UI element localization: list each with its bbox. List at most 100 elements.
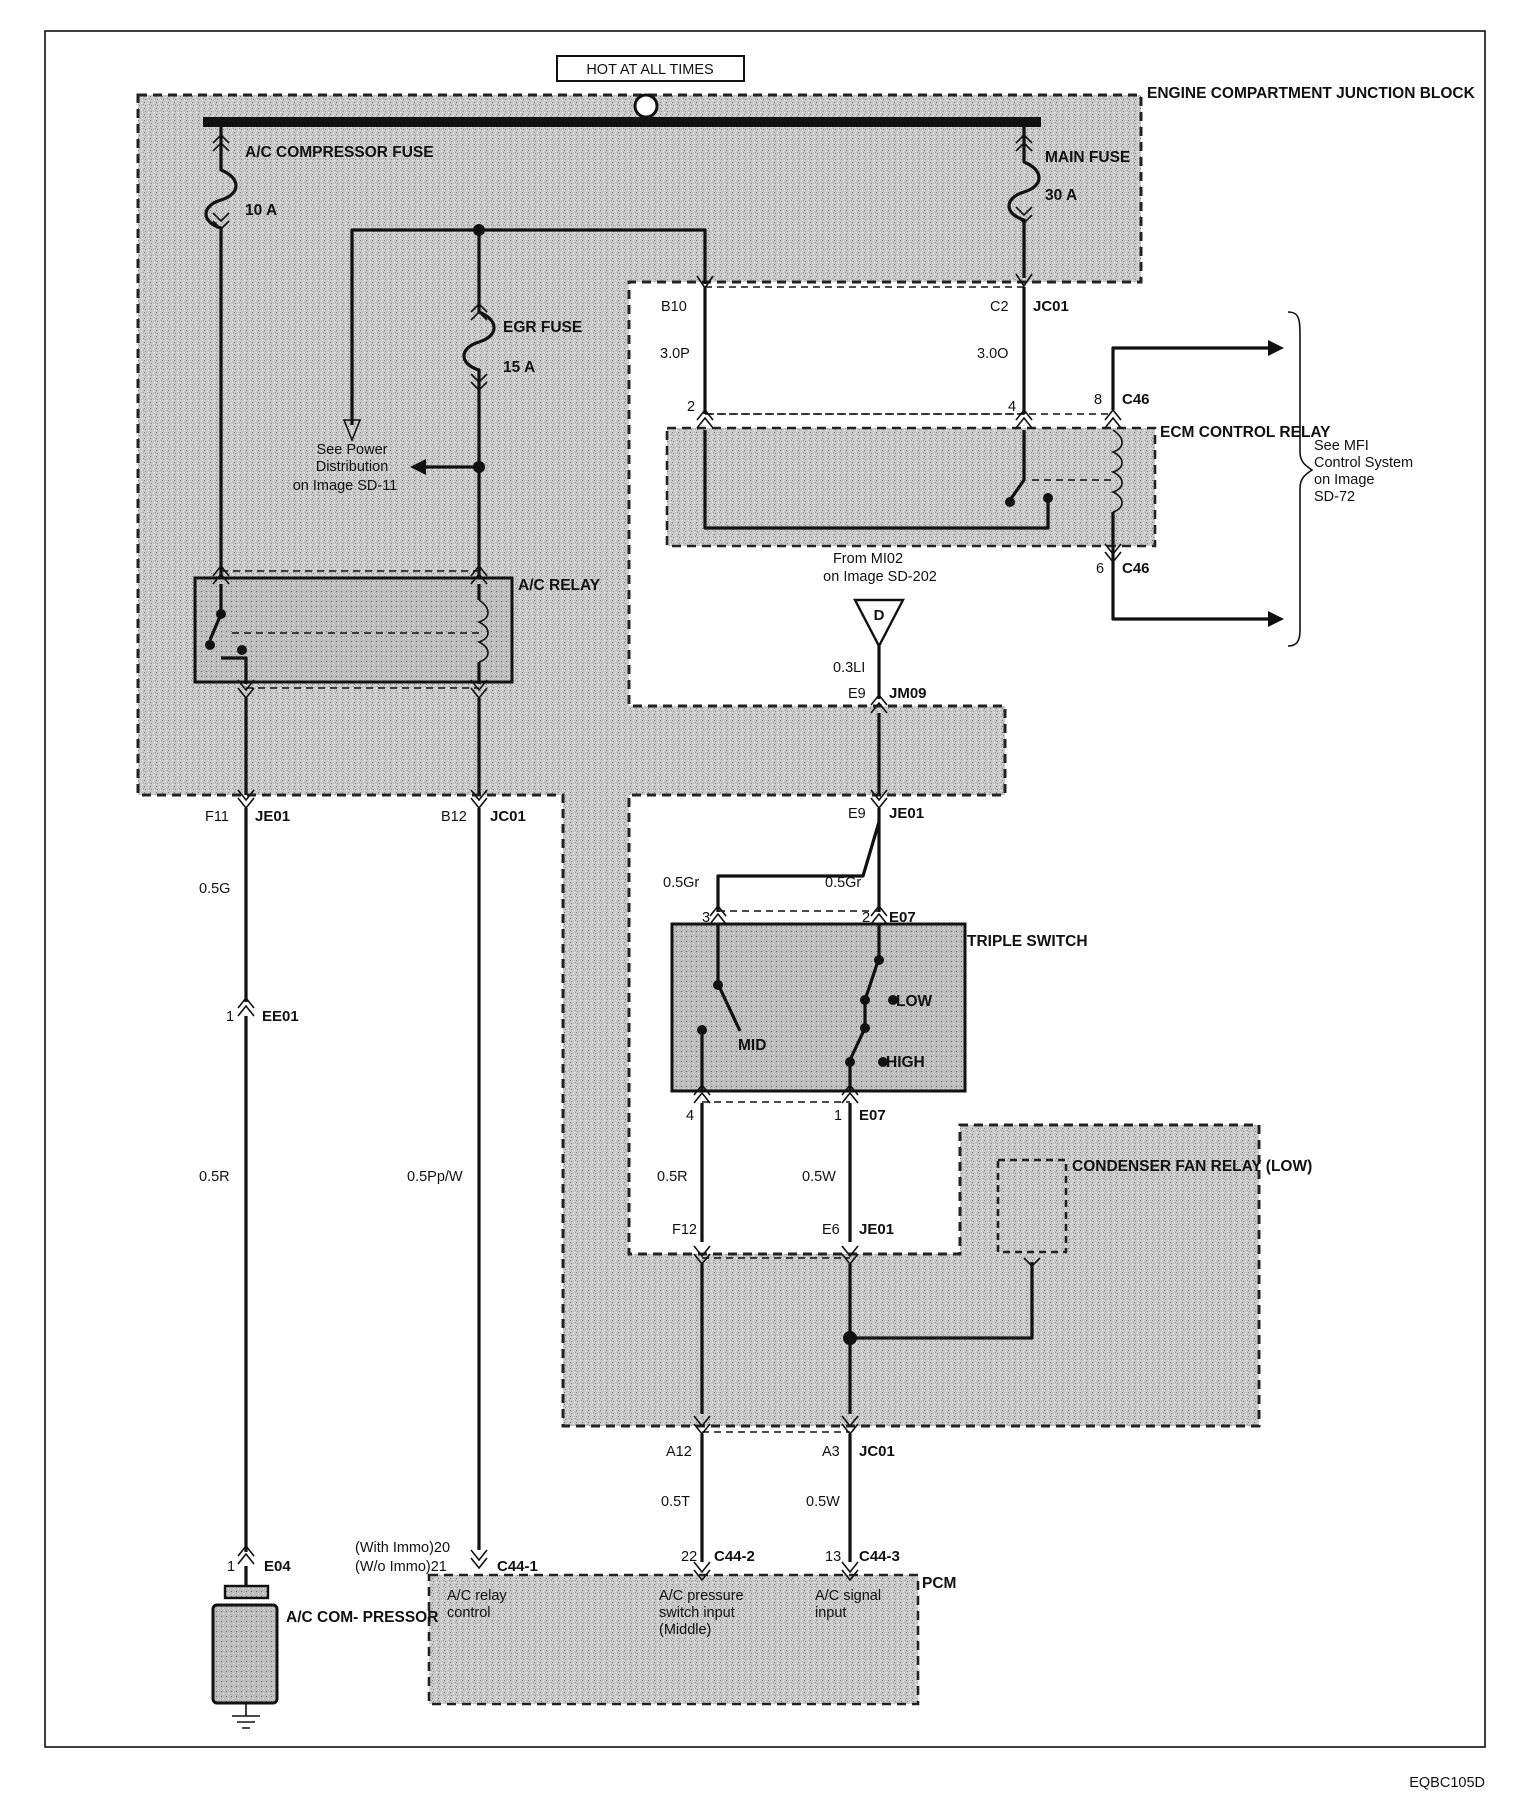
ground-icon	[232, 1703, 260, 1729]
conn-c46-bot: C46	[1122, 560, 1150, 577]
wire-pin1: 0.5W	[802, 1169, 836, 1185]
pcm-input-relay-2: control	[447, 1605, 491, 1621]
figure-id: EQBC105D	[1409, 1775, 1485, 1791]
conn-c44-1: C44-1	[497, 1558, 538, 1575]
mfi-bracket-icon	[1287, 311, 1314, 647]
mfi-note-1: See MFI	[1314, 438, 1369, 454]
pcm-box	[427, 1573, 920, 1706]
conn-e9-jm09: E9	[848, 686, 866, 702]
ac-compressor-fuse-icon	[204, 127, 238, 580]
wire-c2: 3.0O	[977, 346, 1008, 362]
conn-e04-pin: 1	[227, 1559, 235, 1575]
conn-c44-3: C44-3	[859, 1548, 900, 1565]
egr-fuse-icon	[462, 230, 496, 580]
conn-e07-bot: E07	[859, 1107, 886, 1124]
pcm-input-pressure-2: switch input	[659, 1605, 735, 1621]
triple-switch-label: TRIPLE SWITCH	[967, 933, 1088, 950]
switch-pos-mid: MID	[738, 1037, 766, 1054]
conn-c2-jc01: JC01	[1033, 298, 1069, 315]
offpage-connector-d-label: D	[874, 607, 885, 624]
conn-pin6: 6	[1096, 561, 1104, 577]
title: HOT AT ALL TIMES	[586, 62, 713, 78]
bus-connection-point	[633, 93, 659, 119]
conn-pin13: 13	[825, 1549, 841, 1565]
fuse-chevrons	[212, 133, 230, 231]
pcm-input-pressure-1: A/C pressure	[659, 1588, 744, 1604]
wire-b10: 3.0P	[660, 346, 690, 362]
conn-e04: E04	[264, 1558, 291, 1575]
conn-e9-je01: E9	[848, 806, 866, 822]
conn-a12: A12	[666, 1444, 692, 1460]
conn-pin3: 3	[702, 910, 710, 926]
wire-tri-left: 0.5Gr	[663, 875, 699, 891]
conn-e6: E6	[822, 1222, 840, 1238]
pcm-input-signal-2: input	[815, 1605, 846, 1621]
conn-wo-immo: (W/o Immo)21	[355, 1559, 447, 1575]
conn-f11: F11	[205, 809, 229, 825]
compressor-label: A/C COM- PRESSOR	[286, 1609, 438, 1626]
from-mi02-note-2: on Image SD-202	[823, 569, 937, 585]
egr-fuse-label: EGR FUSE	[503, 319, 582, 336]
conn-b10: B10	[661, 299, 687, 315]
ac-relay-label: A/C RELAY	[518, 577, 601, 594]
ecm-relay-label: ECM CONTROL RELAY	[1160, 424, 1331, 441]
fuse-chevrons	[470, 302, 488, 392]
conn-je01-f11: JE01	[255, 808, 290, 825]
conn-f12: F12	[672, 1222, 697, 1238]
wire-a12: 0.5T	[661, 1494, 690, 1510]
mfi-note-3: on Image	[1314, 472, 1374, 488]
condenser-relay-label: CONDENSER FAN RELAY (LOW)	[1072, 1158, 1312, 1175]
conn-ee01-pin: 1	[226, 1009, 234, 1025]
conn-pin2b: 2	[862, 910, 870, 926]
main-fuse-rating: 30 A	[1045, 187, 1077, 204]
switch-pos-low: LOW	[896, 993, 933, 1010]
wire-d: 0.3LI	[833, 660, 865, 676]
wire-f11-top: 0.5G	[199, 881, 230, 897]
ac-compressor-fuse-rating: 10 A	[245, 202, 277, 219]
wire-a3: 0.5W	[806, 1494, 840, 1510]
conn-pin4b: 4	[686, 1108, 694, 1124]
pcm-input-pressure-3: (Middle)	[659, 1622, 711, 1638]
conn-jc01-b12: JC01	[490, 808, 526, 825]
conn-c2: C2	[990, 299, 1009, 315]
conn-a3: A3	[822, 1444, 840, 1460]
ecm-relay-box	[665, 426, 1157, 548]
conn-ee01: EE01	[262, 1008, 299, 1025]
condenser-fan-relay-box	[996, 1158, 1068, 1254]
conn-c46-top: C46	[1122, 391, 1150, 408]
power-dist-note-3: on Image SD-11	[293, 478, 398, 494]
ac-relay-box	[193, 576, 514, 684]
pcm-label: PCM	[922, 1575, 956, 1592]
main-fuse-icon	[1007, 127, 1041, 278]
conn-je01-e6: JE01	[859, 1221, 894, 1238]
from-mi02-note-1: From MI02	[833, 551, 903, 567]
ac-relay-coil-icon	[476, 599, 489, 663]
fuse-chevrons	[1015, 133, 1033, 225]
conn-b12: B12	[441, 809, 467, 825]
egr-fuse-rating: 15 A	[503, 359, 535, 376]
main-fuse-label: MAIN FUSE	[1045, 149, 1130, 166]
compressor-cap	[223, 1584, 270, 1600]
hot-bus	[203, 117, 1041, 127]
ecm-coil-icon	[1110, 429, 1123, 513]
conn-jm09: JM09	[889, 685, 927, 702]
wire-pin4: 0.5R	[657, 1169, 688, 1185]
pcm-input-signal-1: A/C signal	[815, 1588, 881, 1604]
conn-pin2: 2	[687, 399, 695, 415]
power-dist-note-1: See Power	[317, 442, 388, 458]
junction-block-label: ENGINE COMPARTMENT JUNCTION BLOCK	[1147, 85, 1476, 102]
conn-pin8: 8	[1094, 392, 1102, 408]
conn-pin22: 22	[681, 1549, 697, 1565]
conn-pin4: 4	[1008, 399, 1016, 415]
wire-top-branch	[350, 228, 707, 425]
offpage-connector-d-icon	[853, 598, 905, 649]
triple-switch-box	[670, 922, 967, 1093]
ac-compressor-fuse-label: A/C COMPRESSOR FUSE	[245, 144, 434, 161]
conn-with-immo: (With Immo)20	[355, 1540, 450, 1556]
wire-b12: 0.5Pp/W	[407, 1169, 463, 1185]
title-box	[556, 55, 745, 82]
conn-je01-e9: JE01	[889, 805, 924, 822]
power-dist-note-2: Distribution	[316, 459, 389, 475]
mfi-note-2: Control System	[1314, 455, 1413, 471]
